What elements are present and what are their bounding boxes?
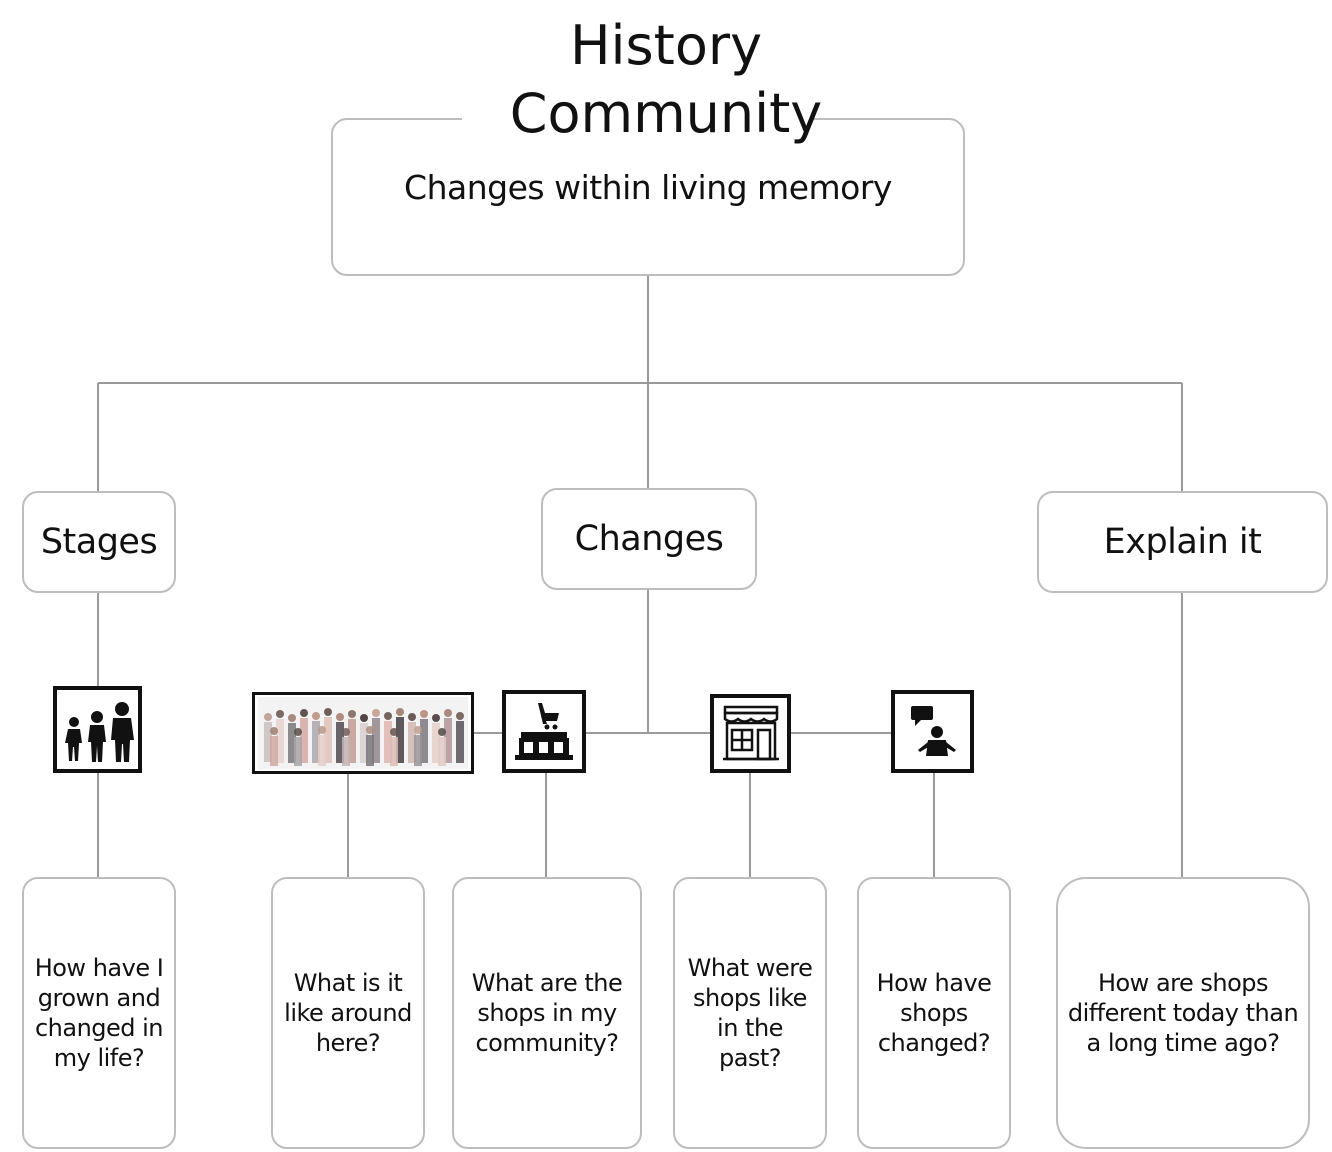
category-changes: Changes [541,488,757,590]
title-community: Community [509,82,823,145]
question-shops-changed-text: How have shops changed? [876,969,992,1057]
question-grown-and-changed: How have I grown and changed in my life? [22,877,176,1149]
question-shops-changed: How have shops changed? [857,877,1011,1149]
shop-front-icon [710,694,791,773]
category-explain-it: Explain it [1037,491,1328,593]
question-shops-different-text: How are shops different today than a lon… [1067,969,1299,1057]
root-subtitle: Changes within living memory [404,168,892,207]
title-history: History [569,14,763,77]
supermarket-icon [502,690,586,773]
category-stages-label: Stages [40,522,158,562]
question-grown-and-changed-text: How have I grown and changed in my life? [34,954,164,1072]
growing-children-icon [53,686,142,773]
question-shops-in-past-text: What were shops like in the past? [687,954,813,1072]
category-explain-it-label: Explain it [1103,522,1262,562]
category-changes-label: Changes [574,519,724,559]
question-shops-different: How are shops different today than a lon… [1056,877,1310,1149]
person-speaking-icon [891,690,974,773]
question-shops-in-community: What are the shops in my community? [452,877,642,1149]
question-around-here: What is it like around here? [271,877,425,1149]
question-around-here-text: What is it like around here? [284,969,412,1057]
category-stages: Stages [22,491,176,593]
question-shops-in-past: What were shops like in the past? [673,877,827,1149]
crowd-of-people-image [252,692,474,774]
question-shops-in-community-text: What are the shops in my community? [471,969,623,1057]
